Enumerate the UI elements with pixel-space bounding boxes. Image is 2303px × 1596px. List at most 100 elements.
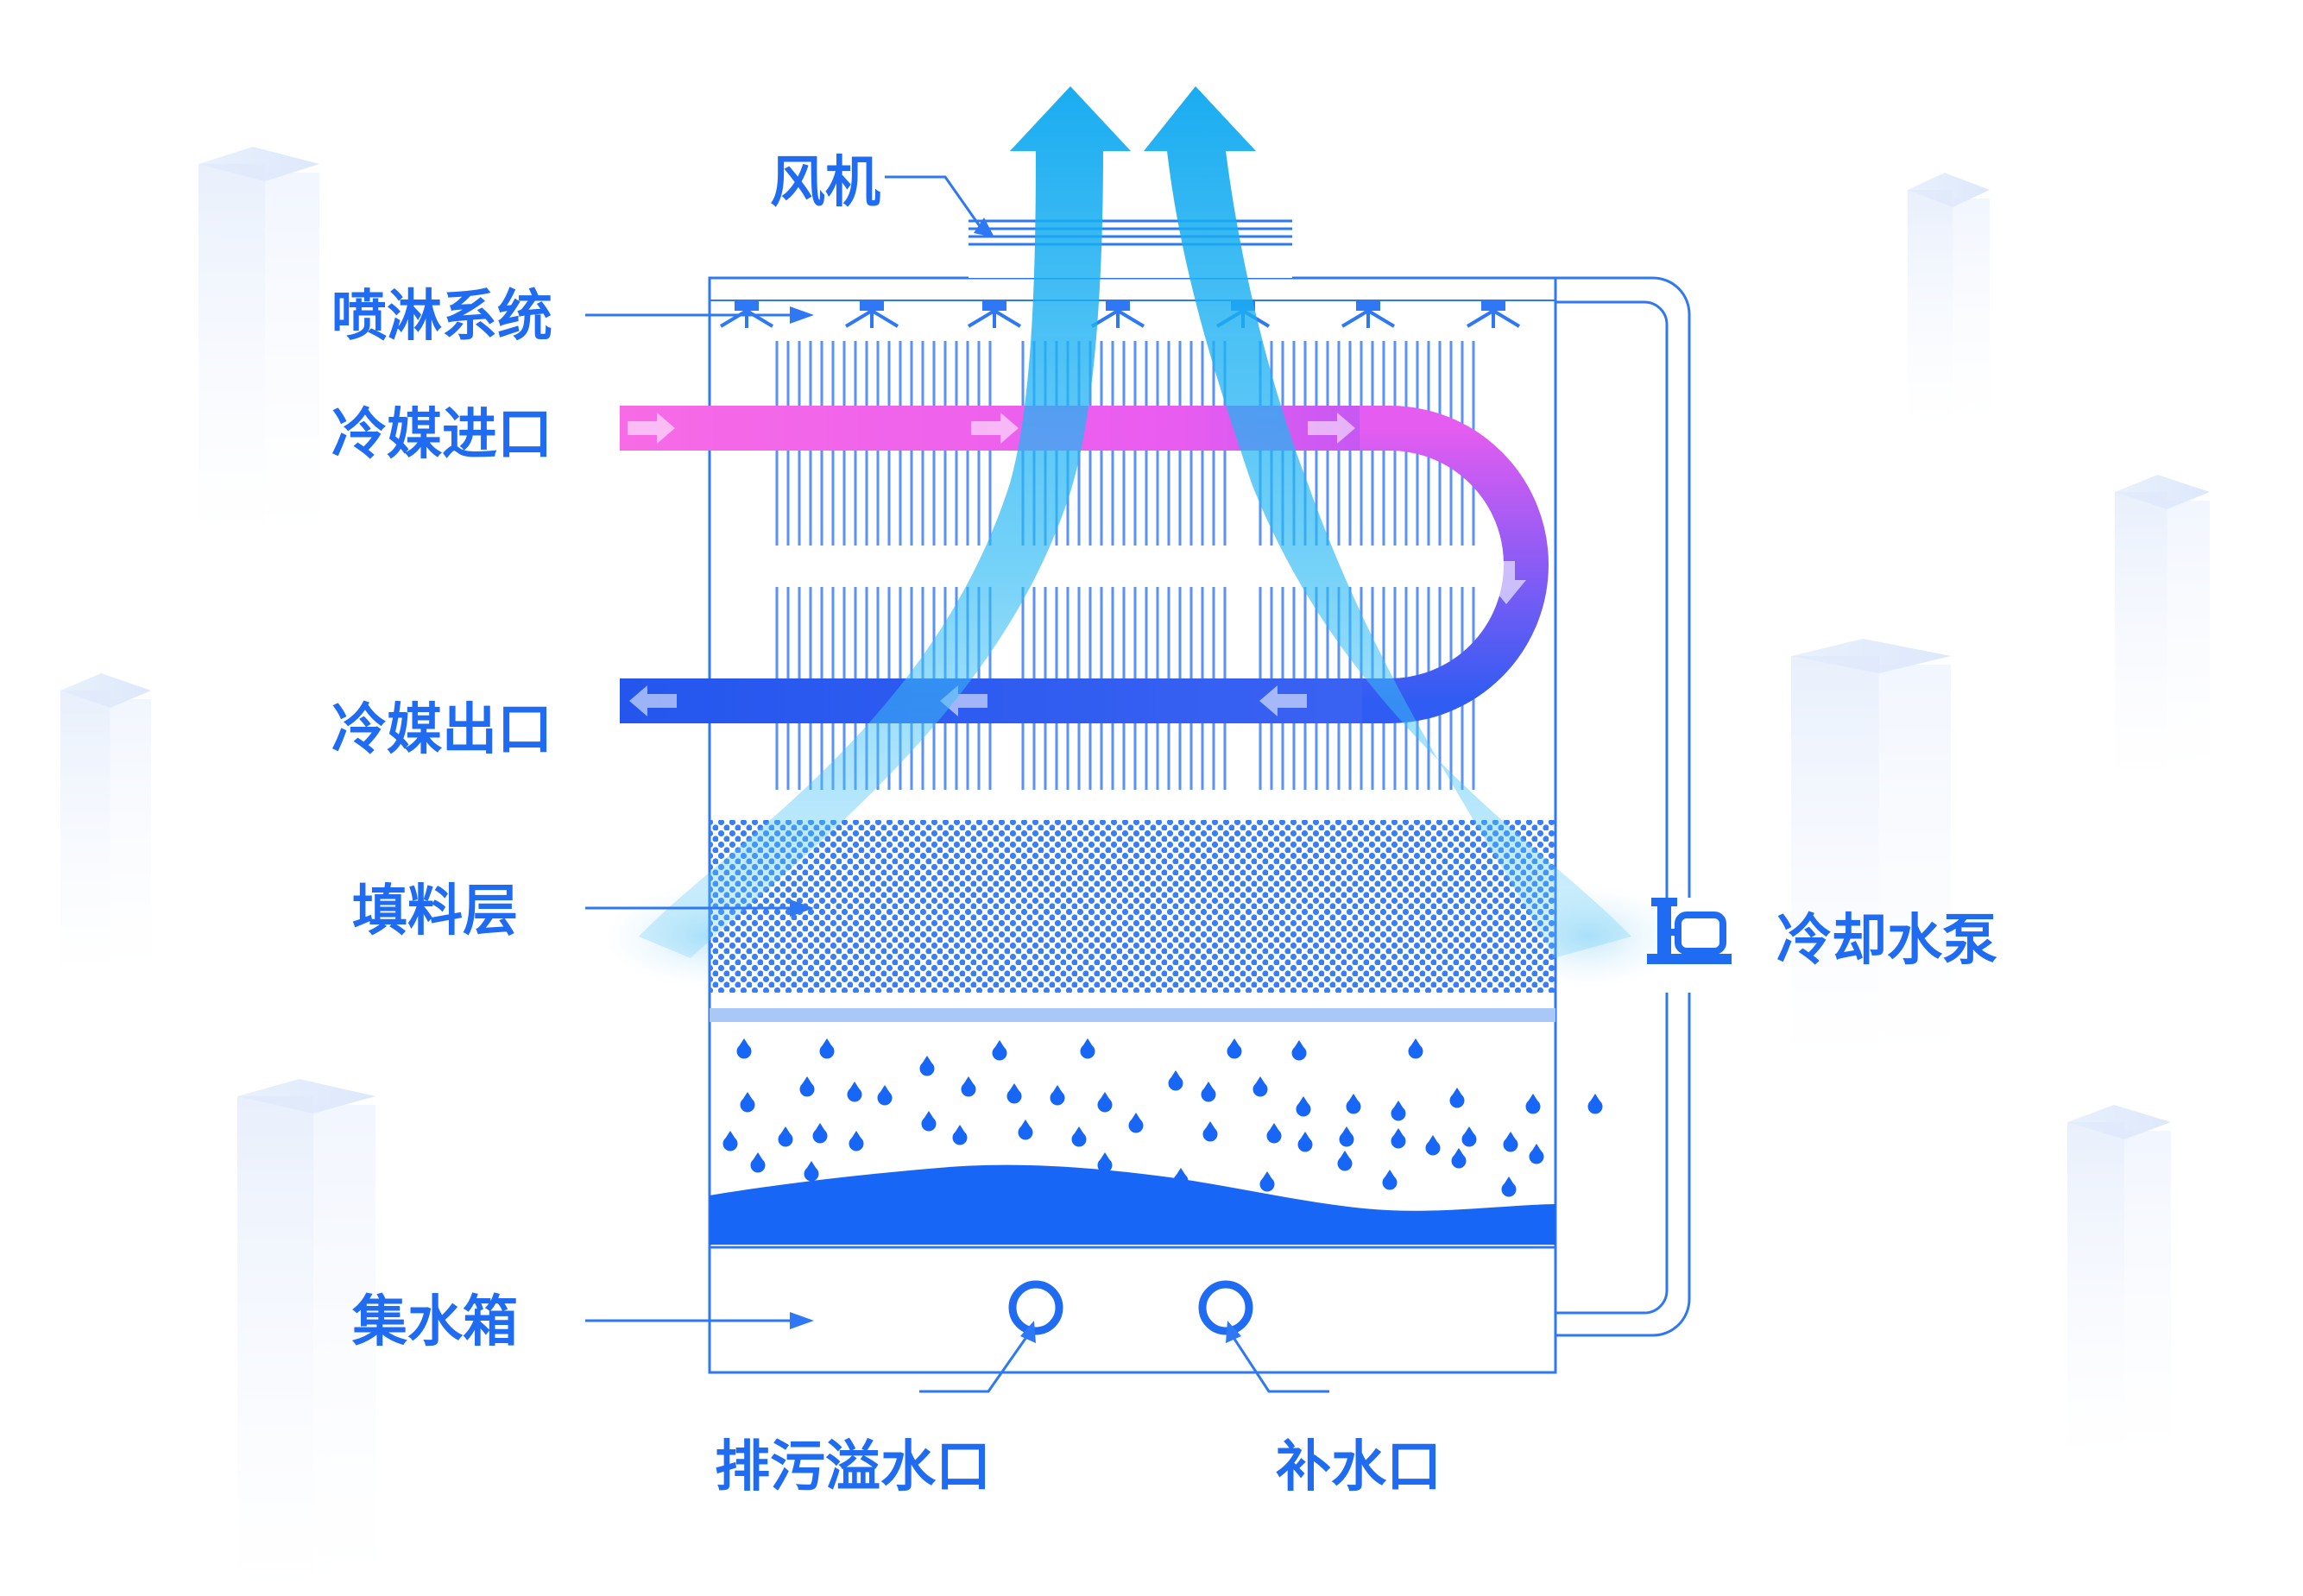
nozzle-body <box>735 300 759 311</box>
water-droplet <box>736 1038 752 1059</box>
water-droplet <box>740 1092 755 1113</box>
background-block-side <box>2167 501 2210 777</box>
flow-arrow-icon <box>1486 561 1526 604</box>
water-droplet <box>921 1111 937 1132</box>
water-droplet <box>1461 1126 1477 1147</box>
nozzle-body <box>860 300 884 311</box>
background-block <box>1791 639 1951 1062</box>
water-droplet <box>1501 1176 1517 1197</box>
water-droplet <box>1449 1088 1465 1108</box>
droplet-tip <box>1008 1083 1020 1093</box>
droplet-tip <box>724 1131 736 1140</box>
water-droplet <box>1252 1076 1268 1097</box>
water-droplet <box>1337 1151 1353 1171</box>
spray-nozzle-icon <box>967 300 1022 328</box>
leader-arrowhead <box>1226 1321 1241 1343</box>
droplet-tip <box>1099 1092 1111 1101</box>
droplet-tip <box>1451 1088 1463 1097</box>
background-block <box>199 147 319 535</box>
fill-layer-leader <box>585 899 814 917</box>
refrigerant-outlet-label: 冷媒出口 <box>331 698 552 762</box>
water-droplet <box>778 1126 793 1147</box>
droplet-tip <box>994 1040 1006 1050</box>
water-droplet <box>804 1161 819 1182</box>
refrigerant-outlet-pipe <box>620 678 1362 723</box>
return-pipe-outer <box>1555 276 1691 898</box>
water-droplet <box>1408 1038 1423 1059</box>
background-block-side <box>237 1096 313 1588</box>
water-droplet <box>799 1076 815 1097</box>
droplet-tip <box>1341 1126 1353 1136</box>
droplet-tip <box>738 1038 750 1048</box>
background-block-side <box>1908 190 1953 423</box>
droplet-tip <box>1130 1113 1142 1122</box>
makeup-water-label: 补水口 <box>1276 1435 1442 1499</box>
background-block-side <box>1878 665 1951 1062</box>
droplet-tip <box>805 1161 817 1170</box>
collected-water <box>710 1164 1555 1245</box>
water-tank-leader <box>585 1312 814 1329</box>
fan-label: 风机 <box>770 151 880 215</box>
droplet-tip <box>1505 1132 1517 1141</box>
spray-nozzle-icon <box>1466 300 1521 328</box>
spray-nozzle-icon <box>844 300 899 328</box>
flow-arrow-icon <box>1259 685 1307 716</box>
leader-line <box>885 175 981 227</box>
background-block <box>1908 173 1990 423</box>
nozzle-body <box>982 300 1006 311</box>
water-droplet <box>1391 1128 1406 1149</box>
droplet-tip <box>1099 1152 1111 1162</box>
droplet-tip <box>850 1131 862 1140</box>
drain-overflow-port-icon <box>1008 1280 1063 1335</box>
water-droplet <box>1346 1094 1361 1114</box>
droplet-tip <box>1589 1094 1601 1103</box>
background-block-side <box>2067 1122 2124 1459</box>
flow-arrow-shaft <box>958 694 987 708</box>
flow-arrow-shaft <box>1278 694 1307 708</box>
droplet-tip <box>1392 1101 1404 1110</box>
water-droplet <box>1266 1123 1282 1144</box>
flow-arrow-icon <box>628 413 675 444</box>
droplet-tip <box>879 1085 891 1094</box>
water-droplet <box>1259 1171 1275 1192</box>
background-block-side <box>60 691 110 975</box>
pump-icon <box>1647 898 1732 964</box>
water-droplet <box>812 1123 828 1144</box>
droplet-tip <box>1293 1040 1305 1050</box>
water-droplet <box>1168 1070 1183 1091</box>
droplet-tip <box>1073 1126 1085 1136</box>
fan-leader <box>885 175 994 237</box>
supply-pipe-inner <box>1555 993 1669 1315</box>
water-droplet <box>1227 1038 1242 1059</box>
return-pipe-inner <box>1555 300 1669 898</box>
droplet-tip <box>1384 1170 1396 1179</box>
droplet-tip <box>1268 1123 1280 1132</box>
background-block-side <box>1953 199 1990 423</box>
fill-layer <box>710 820 1555 993</box>
flow-arrow-shaft <box>1308 421 1337 435</box>
flow-arrow-icon <box>971 413 1019 444</box>
droplet-tip <box>752 1152 764 1162</box>
flow-arrow-icon <box>1308 413 1355 444</box>
background-block-side <box>199 164 265 535</box>
droplet-tip <box>962 1076 975 1086</box>
water-droplet <box>1128 1113 1144 1133</box>
water-droplet <box>1503 1132 1518 1152</box>
droplet-tip <box>921 1056 933 1065</box>
leader-line <box>919 1333 1031 1393</box>
water-droplet <box>722 1131 738 1151</box>
spray-nozzle-icon <box>719 300 774 328</box>
background-block <box>237 1079 375 1588</box>
water-droplet <box>849 1131 864 1151</box>
droplet-tip <box>779 1126 792 1136</box>
droplet-tip <box>954 1125 966 1134</box>
water-droplet <box>877 1085 893 1106</box>
water-droplet <box>1525 1094 1541 1114</box>
airflow-arrow-left <box>639 86 1131 958</box>
water-droplet <box>1097 1092 1113 1113</box>
supply-pipe-outer <box>1555 993 1691 1337</box>
droplet-tip <box>1170 1070 1182 1080</box>
water-droplet <box>750 1152 766 1173</box>
cooling-water-pump-label: 冷却水泵 <box>1776 909 1997 973</box>
droplet-tip <box>741 1092 754 1101</box>
